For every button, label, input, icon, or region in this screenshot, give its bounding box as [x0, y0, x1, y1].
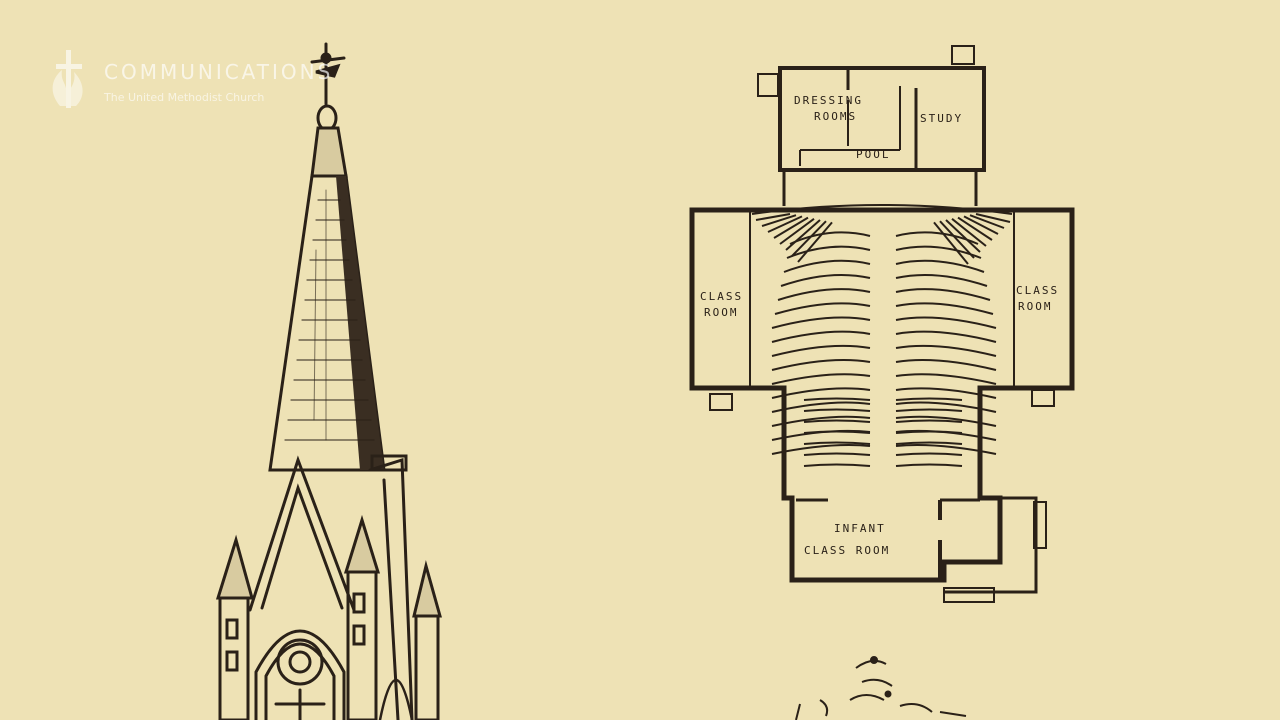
pew-left: [771, 316, 871, 329]
tree-sketch-fragment: [795, 656, 967, 720]
pew-corner-right: [933, 221, 969, 265]
plan-labels: DRESSING ROOMS STUDY POOL CLASS ROOM CLA…: [700, 94, 1059, 557]
pew-right: [895, 344, 997, 357]
pew-right: [895, 415, 997, 427]
pew-left-lower: [803, 452, 871, 456]
plan-top-wing: [757, 45, 986, 206]
pew-left-lower: [803, 463, 871, 467]
watermark-subtitle: The United Methodist Church: [104, 91, 265, 104]
pew-corner-right: [963, 215, 999, 235]
pew-left: [771, 444, 871, 455]
label-study: STUDY: [920, 112, 963, 125]
tower-pinnacles: [215, 514, 442, 720]
pew-corner-left: [767, 215, 803, 233]
pew-corner-left: [773, 216, 809, 239]
pew-right-lower: [895, 408, 963, 412]
pew-left: [771, 359, 871, 371]
pew-right: [895, 316, 997, 329]
pew-left: [771, 401, 871, 413]
pew-left: [771, 344, 871, 357]
pew-right: [895, 373, 997, 385]
pew-right: [895, 387, 997, 399]
spire-body: [268, 126, 386, 472]
pew-right: [895, 330, 997, 343]
church-floor-plan: DRESSING ROOMS STUDY POOL CLASS ROOM CLA…: [689, 45, 1075, 603]
pew-left-lower: [803, 408, 871, 412]
pew-right: [895, 401, 997, 413]
pew-left: [771, 415, 871, 427]
label-infant-class-room: INFANT: [834, 522, 886, 535]
pew-left: [777, 288, 871, 301]
label-dressing-rooms: DRESSING: [794, 94, 863, 107]
pew-corner-right: [939, 220, 975, 259]
pew-left-lower: [803, 441, 871, 445]
pew-corner-right: [945, 219, 981, 253]
pew-right-lower: [895, 452, 963, 456]
pew-right-lower: [895, 419, 963, 423]
cross-and-flame-icon: [52, 50, 83, 108]
watermark-title: COMMUNICATIONS: [104, 60, 334, 84]
pew-corner-right: [969, 214, 1005, 229]
pew-right-lower: [895, 430, 963, 434]
label-pool: POOL: [856, 148, 891, 161]
pew-corner-left: [791, 220, 827, 257]
pew-right: [895, 359, 997, 371]
pew-right: [895, 274, 988, 287]
label-infant-class-room-2: CLASS ROOM: [804, 544, 890, 557]
label-class-room-right: CLASS: [1016, 284, 1059, 297]
pew-left: [783, 259, 871, 273]
label-dressing-rooms-2: ROOMS: [814, 110, 857, 123]
pew-right: [895, 444, 997, 455]
pew-left: [786, 245, 871, 259]
pew-right: [895, 259, 985, 273]
pew-left: [771, 330, 871, 343]
pew-right: [895, 288, 991, 301]
pew-left: [780, 274, 871, 287]
plan-main-body: [689, 204, 1075, 603]
pew-corner-right: [957, 216, 993, 241]
pew-corner-left: [797, 221, 833, 263]
pew-corner-right: [951, 218, 987, 247]
spire-finial-cross: [310, 42, 346, 106]
pew-left: [774, 302, 871, 315]
label-class-room-left: CLASS: [700, 290, 743, 303]
label-class-room-right-2: ROOM: [1018, 300, 1053, 313]
label-class-room-left-2: ROOM: [704, 306, 739, 319]
pew-corner-left: [761, 214, 797, 227]
pew-corner-left: [755, 213, 791, 221]
tower-gable: [248, 454, 414, 720]
pew-corner-left: [779, 217, 815, 245]
pew-corner-right: [975, 213, 1011, 223]
pew-left-lower: [803, 430, 871, 434]
pew-left: [789, 231, 871, 245]
pew-corner-left: [785, 219, 821, 251]
pew-right-lower: [895, 397, 963, 401]
pew-right-lower: [895, 463, 963, 467]
pew-right: [895, 231, 979, 245]
church-spire-drawing: [215, 42, 442, 720]
gothic-window: [254, 629, 414, 720]
plan-pews: [755, 213, 1011, 467]
pew-left: [771, 387, 871, 399]
pew-right: [895, 302, 994, 315]
pew-left: [771, 373, 871, 385]
pew-left-lower: [803, 397, 871, 401]
pew-right-lower: [895, 441, 963, 445]
pew-left-lower: [803, 419, 871, 423]
